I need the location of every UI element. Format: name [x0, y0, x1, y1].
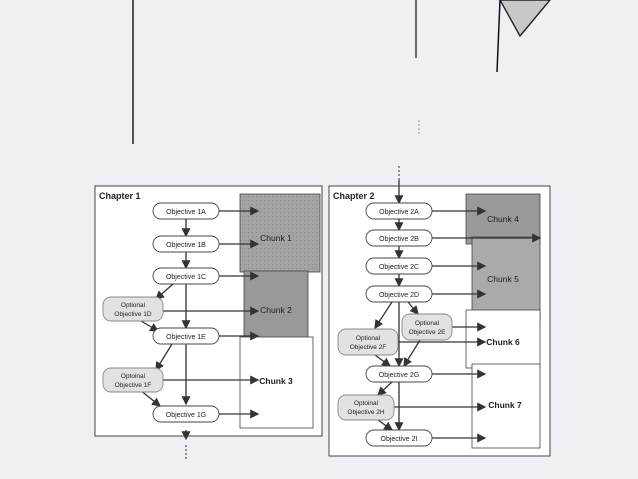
optional-2f-line2: Objective 2F	[350, 344, 387, 351]
chapter-2-title: Chapter 2	[333, 191, 375, 201]
objective-2d-label: Objective 2D	[379, 292, 419, 299]
chunk-3-label: Chunk 3	[259, 376, 293, 386]
objective-2b-node	[365, 229, 433, 247]
optional-2h-line1: Optoinal	[354, 400, 379, 407]
chunk-7-label: Chunk 7	[488, 400, 522, 410]
optional-1f-line2: Objective 1F	[115, 382, 152, 389]
objective-2i-label: Objective 2I	[381, 436, 418, 443]
optional-objective-1f-node	[102, 367, 164, 393]
objective-2c-label: Objective 2C	[379, 264, 419, 271]
optional-2f-line1: Optional	[356, 335, 381, 342]
objective-2c-node	[365, 257, 433, 275]
optional-1d-line2: Objective 1D	[114, 311, 152, 318]
objective-2i-node	[365, 429, 433, 447]
objective-2g-label: Objective 2G	[379, 372, 419, 379]
objective-1a-label: Objective 1A	[166, 209, 206, 216]
optional-objective-2e-node	[401, 313, 453, 341]
objective-2a-node	[365, 202, 433, 220]
optional-1d-line1: Optional	[121, 302, 146, 309]
chapter-1-panel: Chapter 1 Chunk 1 Chunk 2 Chunk 3	[94, 185, 323, 460]
objective-1g-label: Objective 1G	[166, 412, 206, 419]
chapter-2-panel: Chapter 2 Chunk 4 Chunk 5 Chunk 6 Chunk …	[328, 166, 551, 457]
optional-objective-2f-node	[337, 328, 399, 356]
objective-1e-node	[152, 327, 220, 345]
chapter-1-title: Chapter 1	[99, 191, 141, 201]
optional-1f-line1: Optoinal	[121, 373, 146, 380]
objective-1g-node	[152, 405, 220, 423]
optional-2e-line2: Objective 2E	[409, 329, 447, 336]
objective-1c-label: Objective 1C	[166, 274, 206, 281]
objective-2a-label: Objective 2A	[379, 209, 419, 216]
chunk-4-box	[465, 193, 541, 245]
objective-2g-node	[365, 365, 433, 383]
objective-2d-node	[365, 285, 433, 303]
objective-1b-node	[152, 235, 220, 253]
optional-objective-1d-node	[102, 296, 164, 322]
objective-2b-label: Objective 2B	[379, 236, 419, 243]
chunk-5-label: Chunk 5	[487, 274, 519, 284]
optional-2e-line1: Optional	[415, 320, 440, 327]
optional-objective-2h-node	[337, 394, 395, 421]
objective-1c-node	[152, 267, 220, 285]
chunk-4-label: Chunk 4	[487, 214, 519, 224]
optional-2h-line2: Objective 2H	[347, 409, 385, 416]
objective-1e-label: Objective 1E	[166, 334, 206, 341]
chunk-6-label: Chunk 6	[486, 337, 520, 347]
objective-1a-node	[152, 202, 220, 220]
chunk-2-label: Chunk 2	[260, 305, 292, 315]
decorative-lines	[132, 0, 551, 144]
objective-1b-label: Objective 1B	[166, 242, 206, 249]
chunk-1-label: Chunk 1	[260, 233, 292, 243]
